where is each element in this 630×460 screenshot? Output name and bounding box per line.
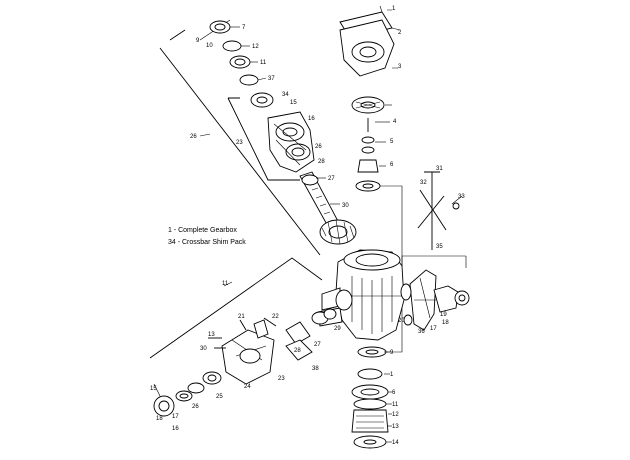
- callout-34: 34: [282, 92, 289, 98]
- callout-r1: 1: [392, 6, 396, 12]
- bearing-housing: [267, 111, 315, 173]
- callout-l26: 26: [192, 404, 199, 410]
- callout-18: 18: [442, 320, 449, 326]
- legend-line-2: 34 - Crossbar Shim Pack: [168, 239, 246, 246]
- callout-23: 23: [236, 140, 243, 146]
- input-shaft-assembly: 11 13 21 22 27 28 23 24 25 26 18 16 15 1…: [149, 257, 341, 432]
- callout-17: 17: [430, 326, 437, 332]
- callout-b14: 14: [392, 440, 399, 446]
- callout-l28: 28: [294, 348, 301, 354]
- callout-30: 30: [342, 203, 349, 209]
- callout-b9: 9: [390, 350, 394, 356]
- callout-b12: 12: [392, 412, 399, 418]
- callout-12: 12: [252, 44, 259, 50]
- callout-36: 36: [418, 329, 425, 335]
- callout-r3: 3: [398, 64, 402, 70]
- callout-r5: 5: [390, 139, 394, 145]
- callout-l11: 11: [222, 281, 229, 287]
- callout-l24: 24: [244, 384, 251, 390]
- callout-l17: 17: [172, 414, 179, 420]
- upper-shaft-assembly: 9 10 7 12 11 37 34 15 16 23 26 28 27 30 …: [159, 19, 357, 256]
- callout-l13: 13: [208, 332, 215, 338]
- callout-b1: 1: [390, 372, 394, 378]
- callout-b11: 11: [392, 402, 399, 408]
- callout-20: 20: [398, 318, 405, 324]
- callout-b13: 13: [392, 424, 399, 430]
- callout-15: 15: [290, 100, 297, 106]
- callout-r6: 6: [390, 162, 394, 168]
- callout-11: 11: [260, 60, 267, 66]
- callout-7: 7: [242, 25, 246, 31]
- callout-28: 28: [318, 159, 325, 165]
- legend-line-1: 1 - Complete Gearbox: [168, 227, 237, 234]
- callout-b6: 6: [392, 390, 396, 396]
- callout-l22: 22: [272, 314, 279, 320]
- callout-19: 19: [440, 312, 447, 318]
- callout-27: 27: [328, 176, 335, 182]
- callout-l15: 15: [150, 386, 157, 392]
- callout-31: 31: [436, 166, 443, 172]
- callout-l21: 21: [238, 314, 245, 320]
- callout-l30: 30: [200, 346, 207, 352]
- crossbar-assembly: 31 32 33 35 18 19 36 17 20: [398, 166, 470, 335]
- callout-l16: 16: [172, 426, 179, 432]
- callout-l27: 27: [314, 342, 321, 348]
- callout-l18: 18: [156, 416, 163, 422]
- callout-r4: 4: [393, 119, 397, 125]
- callout-35: 35: [436, 244, 443, 250]
- callout-37: 37: [268, 76, 275, 82]
- callout-l25: 25: [216, 394, 223, 400]
- callout-16: 16: [308, 116, 315, 122]
- callout-l38: 38: [312, 366, 319, 372]
- callout-33: 33: [458, 194, 465, 200]
- bevel-gear: [319, 219, 357, 245]
- main-gearbox-housing: [317, 249, 405, 341]
- legend: 1 - Complete Gearbox 34 - Crossbar Shim …: [168, 227, 246, 246]
- callout-26b: 26: [190, 134, 197, 140]
- callout-26: 26: [315, 144, 322, 150]
- bottom-bearing-stack: 9 1 6 11 12 13 14: [351, 346, 399, 449]
- callout-9: 9: [196, 38, 200, 44]
- callout-l29: 29: [334, 326, 341, 332]
- callout-32: 32: [420, 180, 427, 186]
- top-cover-stack: 1 2 3 4 5 6: [339, 5, 403, 353]
- callout-10: 10: [206, 43, 213, 49]
- callout-l23: 23: [278, 376, 285, 382]
- callout-r2: 2: [398, 30, 402, 36]
